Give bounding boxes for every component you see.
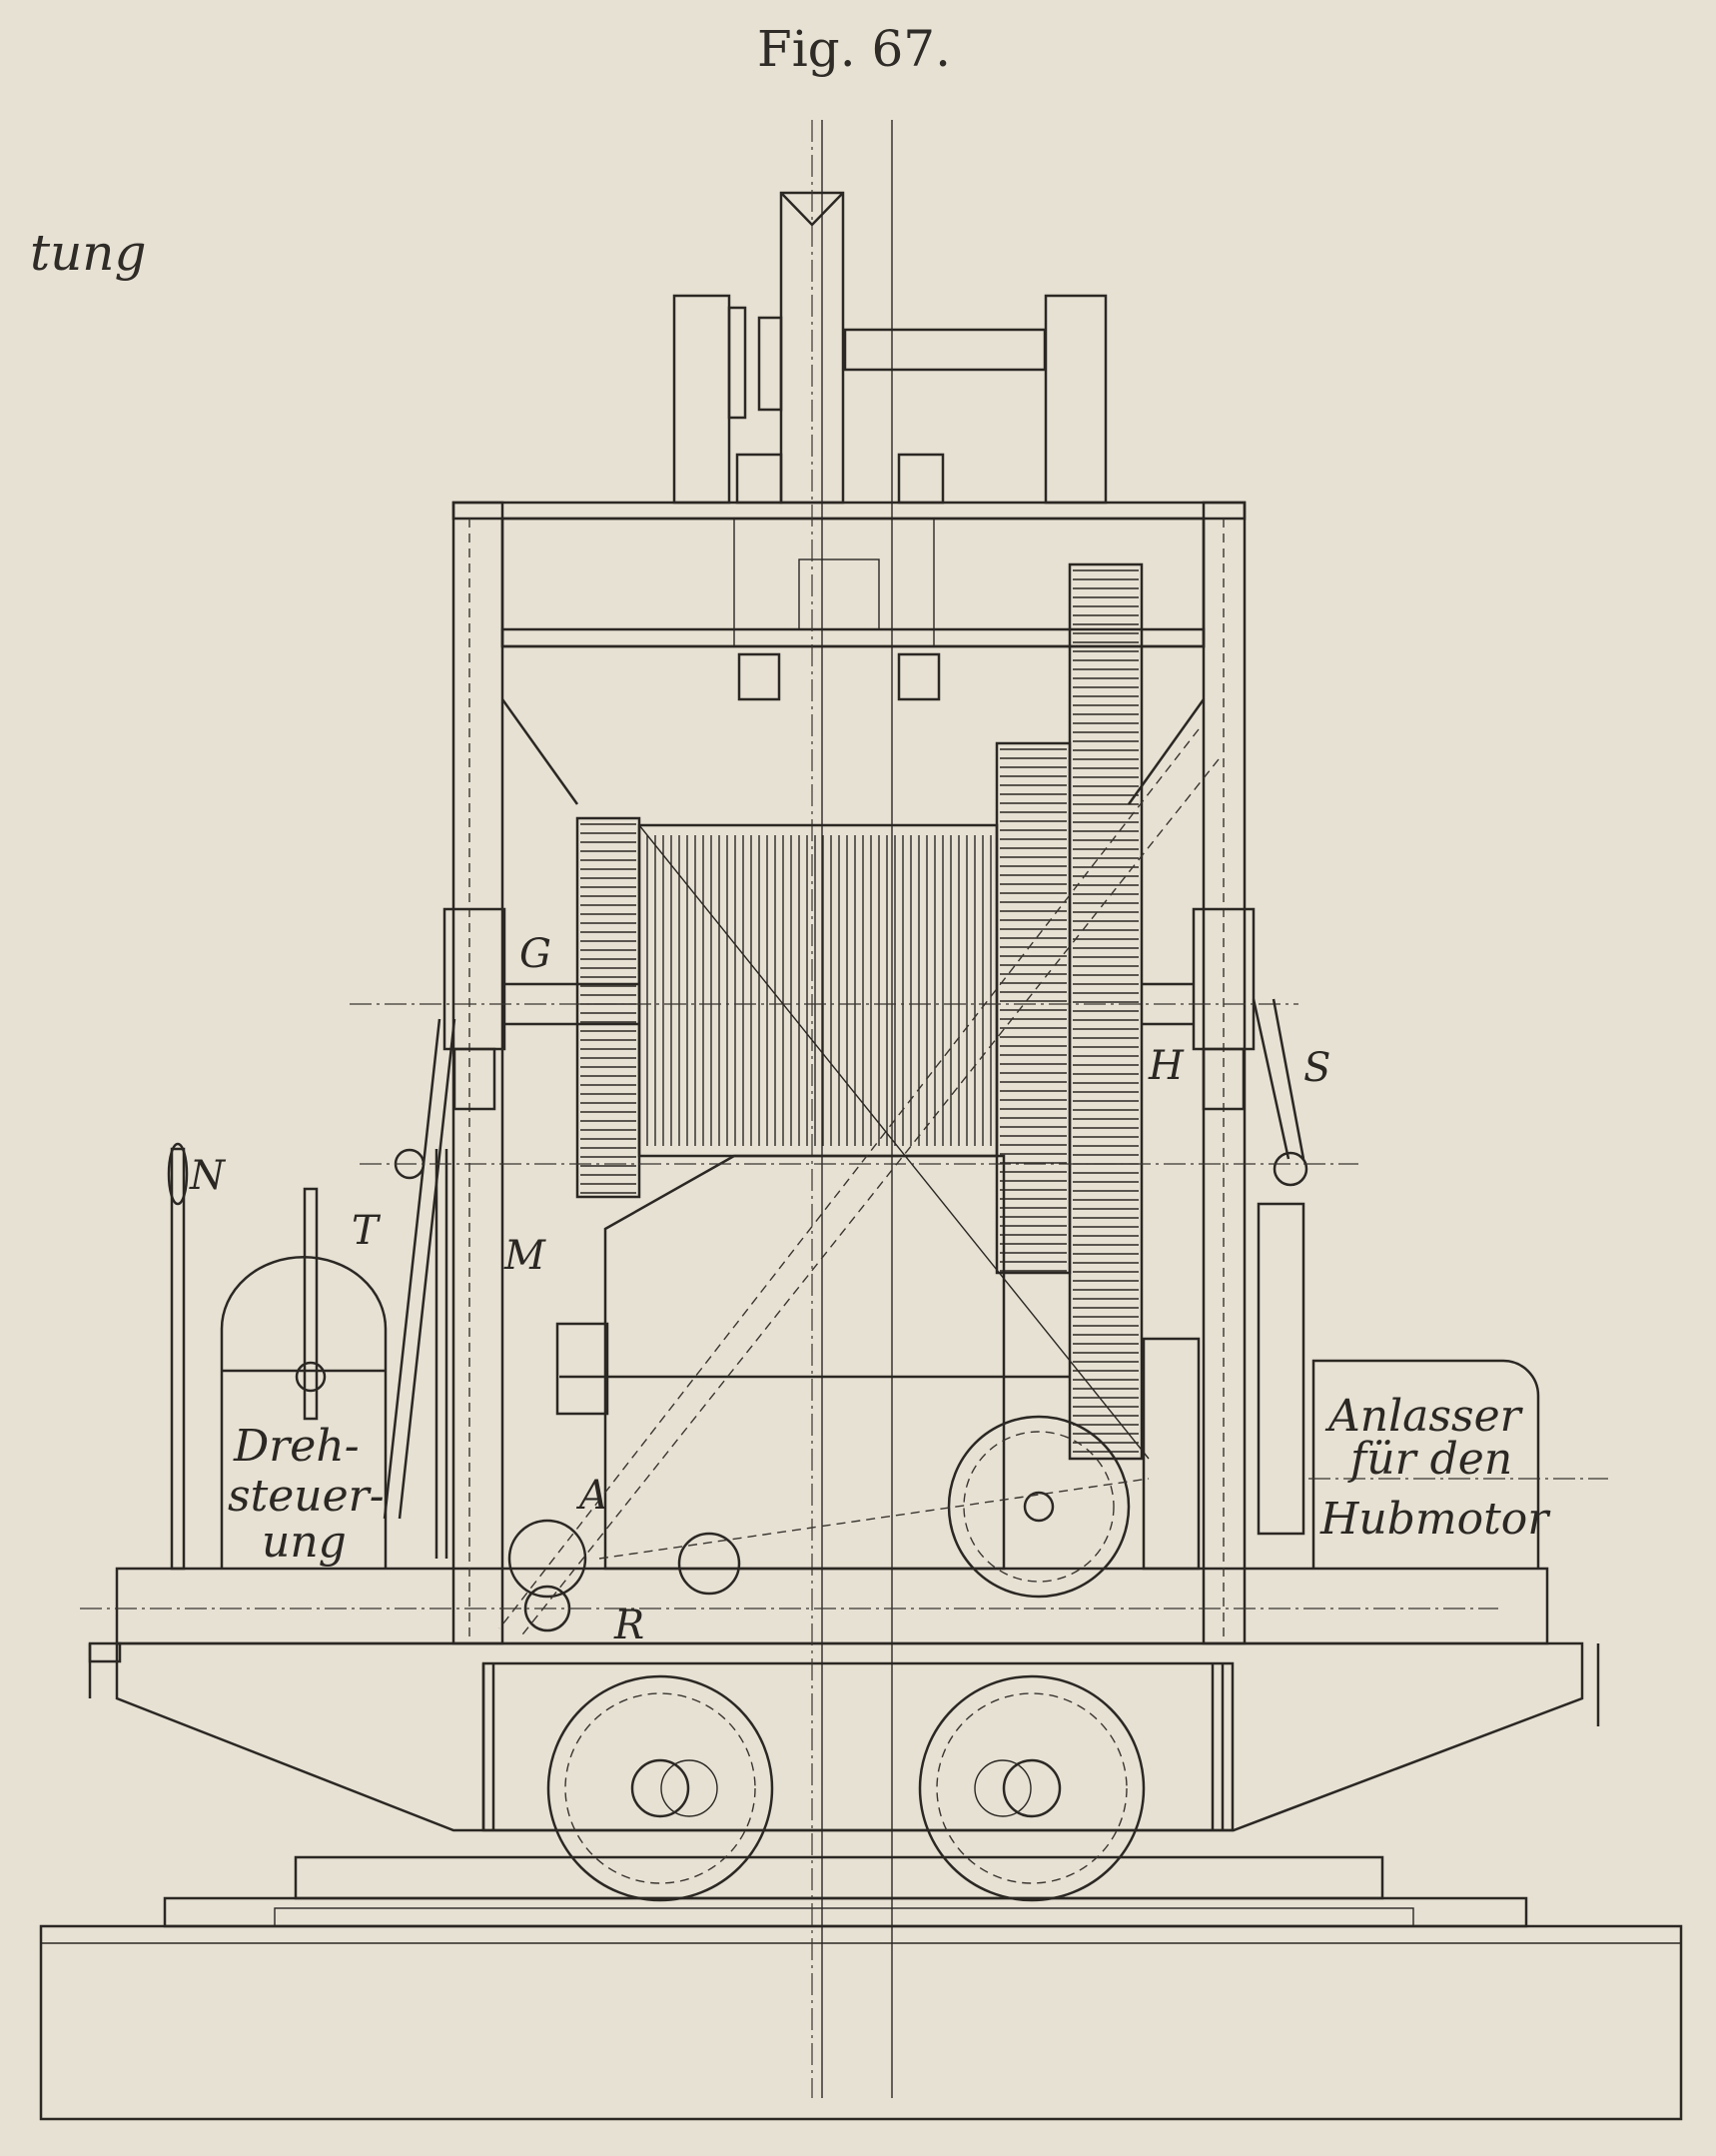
anlasser-starter-box — [1311, 1359, 1540, 1569]
label-h: H — [1148, 1043, 1185, 1089]
gear-wheels — [575, 562, 1144, 1461]
rope-sheave — [672, 120, 1108, 2098]
label-s: S — [1303, 1045, 1330, 1091]
hoist-motor — [507, 1154, 1201, 1632]
label-t: T — [352, 1208, 382, 1254]
margin-text-fragment: tung — [30, 224, 147, 282]
label-m: M — [503, 1233, 546, 1279]
label-g: G — [519, 931, 551, 977]
main-frame — [451, 501, 1247, 1645]
bearing-columns — [350, 907, 1298, 1111]
label-a: A — [575, 1473, 608, 1519]
rope-drum — [637, 823, 999, 1158]
figure-caption: Fig. 67. — [757, 20, 951, 78]
anlasser-line-3: Hubmotor — [1319, 1494, 1551, 1545]
drehsteuerung-controller — [220, 1256, 388, 1569]
label-n: N — [189, 1153, 227, 1199]
construction-lines — [80, 728, 1608, 1639]
drehsteuerung-line-3: ung — [262, 1517, 347, 1568]
anlasser-line-2: für den — [1347, 1434, 1512, 1485]
running-wheels — [546, 1674, 1146, 1902]
carriage-frame — [88, 1567, 1600, 1832]
anlasser-line-1: Anlasser — [1324, 1391, 1524, 1442]
label-r: R — [613, 1603, 644, 1648]
drehsteuerung-line-1: Dreh- — [233, 1421, 360, 1472]
drehsteuerung-line-2: steuer- — [228, 1471, 385, 1522]
base-beam — [39, 1855, 1683, 2121]
